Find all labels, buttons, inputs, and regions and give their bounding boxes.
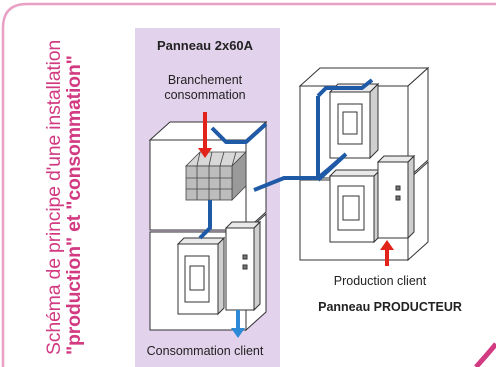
label-branchement-consommation: Branchement consommation [135, 73, 275, 104]
meter-block [185, 151, 247, 201]
right-meter-cabinet [376, 154, 416, 240]
arrow-branchement [198, 112, 212, 158]
diagram-title: Schéma de principe d'une installation "p… [43, 39, 86, 355]
label-consommation: consommation [164, 88, 246, 103]
label-panneau-producteur: Panneau PRODUCTEUR [318, 300, 462, 314]
label-branchement: Branchement [167, 73, 243, 87]
left-breaker-panel [176, 236, 226, 316]
arrow-production [380, 240, 394, 266]
title-line-1: Schéma de principe d'une installation [43, 39, 65, 355]
cable-right-top-device [316, 78, 374, 98]
label-consommation-client: Consommation client [146, 344, 264, 358]
title-line-2: "production" et "consommation" [63, 55, 86, 355]
right-top-device [328, 82, 380, 160]
arrow-consommation [231, 310, 245, 338]
cable-meter-to-left-panel [198, 200, 212, 240]
cable-right-internal [316, 154, 346, 182]
right-breaker-panel [328, 168, 382, 244]
cables [198, 78, 374, 240]
corner-accent [474, 342, 496, 367]
label-panneau-2x60a: Panneau 2x60A [156, 38, 254, 53]
cable-supply [210, 122, 268, 144]
label-production-client: Production client [333, 274, 427, 288]
left-meter-cabinet [224, 220, 262, 312]
